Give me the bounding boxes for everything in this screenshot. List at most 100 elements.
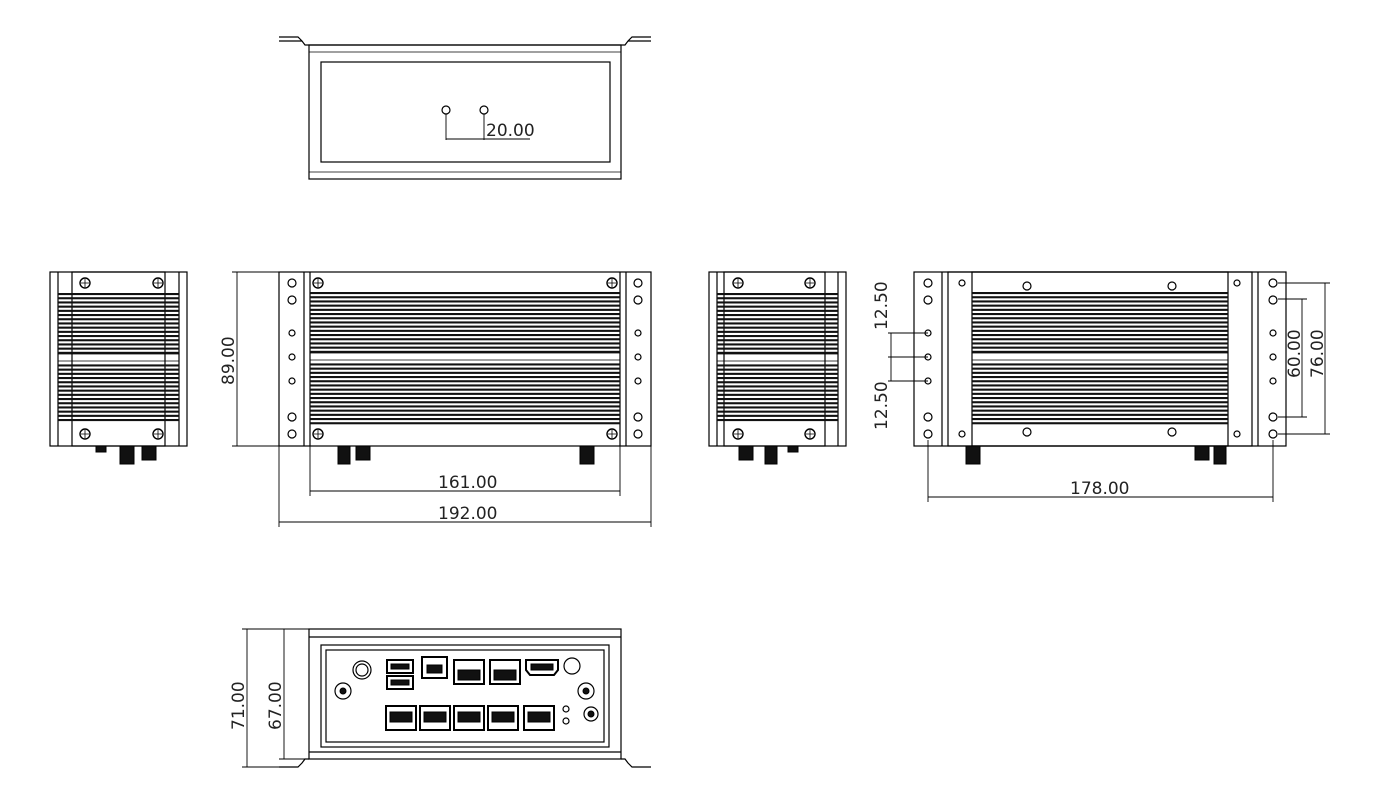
heatsink-fin bbox=[310, 329, 620, 332]
heatsink-fin bbox=[972, 313, 1228, 316]
mounting-hole bbox=[1268, 278, 1278, 288]
mounting-hole bbox=[287, 295, 297, 305]
ethernet-port-icon bbox=[487, 705, 519, 731]
heatsink-fin bbox=[58, 381, 179, 384]
heatsink-fin bbox=[972, 371, 1228, 374]
mounting-hole bbox=[1269, 377, 1277, 385]
mounting-hole bbox=[923, 295, 933, 305]
dim-label-12-50-top: 12.50 bbox=[872, 281, 892, 330]
heatsink-fin bbox=[972, 397, 1228, 400]
heatsink-fin bbox=[310, 292, 620, 295]
heatsink-fin bbox=[972, 350, 1228, 353]
mounting-hole bbox=[634, 329, 642, 337]
dim-mount-outer-height: 76.00 bbox=[1278, 282, 1330, 435]
heatsink-fin bbox=[717, 318, 838, 321]
heatsink-fin bbox=[58, 406, 179, 409]
dim-mount-spacing: 12.50 12.50 bbox=[872, 281, 928, 430]
heatsink-fin bbox=[310, 405, 620, 408]
dim-label-178: 178.00 bbox=[1070, 479, 1129, 499]
heatsink-fin bbox=[58, 419, 179, 422]
heatsink-fin bbox=[717, 347, 838, 350]
heatsink-fin bbox=[310, 338, 620, 341]
heatsink-fin bbox=[58, 314, 179, 317]
mounting-hole bbox=[287, 412, 297, 422]
heatsink-fin bbox=[310, 325, 620, 328]
mounting-hole bbox=[1268, 429, 1278, 439]
mounting-hole bbox=[633, 295, 643, 305]
dim-io-outer-height: 71.00 bbox=[229, 628, 309, 768]
mounting-hole bbox=[923, 278, 933, 288]
heatsink-fin bbox=[717, 293, 838, 296]
heatsink-fin bbox=[717, 419, 838, 422]
heatsink-fin bbox=[972, 409, 1228, 412]
heatsink-fin bbox=[972, 342, 1228, 345]
ethernet-port-socket bbox=[527, 711, 551, 723]
heatsink-fin bbox=[58, 402, 179, 405]
heatsink-fin bbox=[58, 398, 179, 401]
heatsink-fin bbox=[58, 385, 179, 388]
heatsink-fin bbox=[310, 380, 620, 383]
heatsink-fins bbox=[717, 293, 838, 422]
heatsink-fin bbox=[310, 300, 620, 303]
heatsink-fin bbox=[717, 339, 838, 342]
ethernet-port-icon bbox=[523, 705, 555, 731]
heatsink-fin bbox=[58, 301, 179, 304]
heatsink-fins bbox=[972, 292, 1228, 425]
mounting-hole bbox=[1268, 412, 1278, 422]
ethernet-port-top-2-icon bbox=[453, 659, 485, 685]
mounting-hole bbox=[1269, 353, 1277, 361]
dim-mount-inner-height: 60.00 bbox=[1278, 298, 1307, 418]
heatsink-fin bbox=[972, 334, 1228, 337]
ethernet-port-socket bbox=[457, 711, 481, 723]
heatsink-fin bbox=[58, 335, 179, 338]
heatsink-fin bbox=[58, 389, 179, 392]
heatsink-fin bbox=[717, 406, 838, 409]
heatsink-fin bbox=[58, 368, 179, 371]
dim-front-height: 89.00 bbox=[219, 271, 279, 447]
heatsink-fin bbox=[310, 334, 620, 337]
heatsink-fin bbox=[972, 384, 1228, 387]
dim-front-overall-width: 192.00 bbox=[278, 446, 652, 527]
heatsink-fin bbox=[717, 385, 838, 388]
heatsink-fin bbox=[58, 318, 179, 321]
left-side-view bbox=[49, 271, 188, 465]
heatsink-fin bbox=[972, 405, 1228, 408]
heatsink-fin bbox=[972, 367, 1228, 370]
antenna-connector-right-icon bbox=[577, 682, 595, 700]
heatsink-fin bbox=[717, 314, 838, 317]
heatsink-fin bbox=[972, 401, 1228, 404]
heatsink-fin bbox=[310, 413, 620, 416]
ethernet-port-top-3-icon bbox=[489, 659, 521, 685]
heatsink-fin bbox=[58, 326, 179, 329]
heatsink-fin bbox=[972, 413, 1228, 416]
usb-ports-icon bbox=[386, 659, 414, 690]
heatsink-fin bbox=[310, 397, 620, 400]
heatsink-fin bbox=[310, 392, 620, 395]
heatsink-fin bbox=[972, 321, 1228, 324]
ground-screw-icon bbox=[583, 706, 599, 722]
io-panel-view: 71.00 67.00 bbox=[229, 628, 651, 768]
status-led-icon bbox=[562, 705, 570, 725]
heatsink-fin bbox=[717, 297, 838, 300]
ethernet-port-socket bbox=[423, 711, 447, 723]
power-button-icon bbox=[563, 657, 581, 675]
heatsink-fin bbox=[717, 402, 838, 405]
heatsink-fin bbox=[310, 321, 620, 324]
heatsink-fin bbox=[310, 346, 620, 349]
heatsink-fin bbox=[717, 305, 838, 308]
mounting-hole bbox=[634, 353, 642, 361]
mount-view: 12.50 12.50 178.00 60.00 76.00 bbox=[872, 271, 1330, 502]
heatsink-fin bbox=[58, 297, 179, 300]
top-view: 20.00 bbox=[279, 36, 651, 180]
heatsink-fin bbox=[58, 410, 179, 413]
heatsink-fin bbox=[310, 317, 620, 320]
heatsink-fin bbox=[310, 296, 620, 299]
heatsink-fin bbox=[58, 372, 179, 375]
dim-label-161: 161.00 bbox=[438, 473, 497, 493]
dim-top-hole-spacing: 20.00 bbox=[445, 114, 535, 141]
ethernet-port-icon bbox=[385, 705, 417, 731]
heatsink-fin bbox=[717, 309, 838, 312]
heatsink-fin bbox=[310, 388, 620, 391]
heatsink-fin bbox=[972, 300, 1228, 303]
